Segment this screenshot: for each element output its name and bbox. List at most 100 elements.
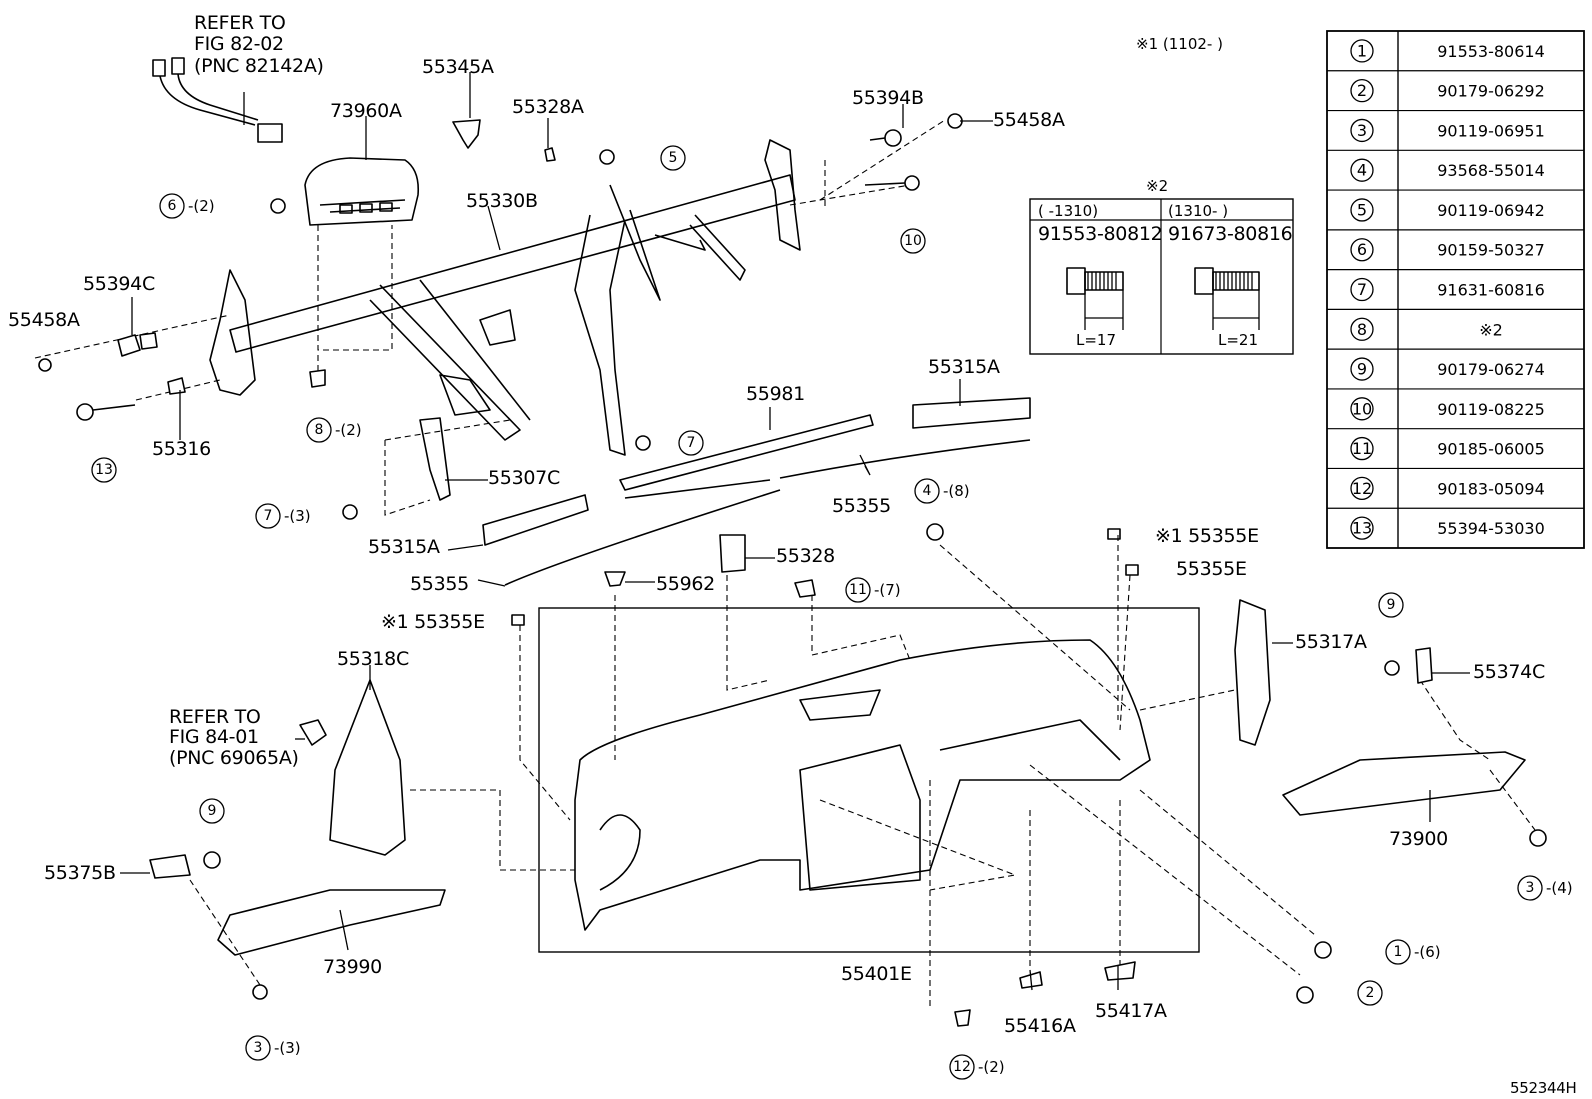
legend-number: 1 (1357, 41, 1367, 60)
legend-number-circle (1350, 39, 1374, 63)
legend-part-number: 90185-06005 (1437, 440, 1545, 459)
legend-number: 9 (1357, 360, 1367, 379)
callout-quantity: -(4) (1546, 879, 1573, 897)
callout-circle (949, 1054, 975, 1080)
callout-c9b: 9 (199, 798, 225, 824)
callout-c2: 2 (1357, 980, 1383, 1006)
fastener-glyphs (38, 113, 1547, 1027)
callout-c3a: 3-(4) (1517, 875, 1573, 901)
legend-part-number: 90179-06274 (1437, 360, 1545, 379)
instrument-panel-55401e (574, 639, 1151, 931)
callout-circle (845, 577, 871, 603)
part-label-refer-82-line1: REFER TO (194, 12, 286, 34)
legend-number: 2 (1357, 81, 1367, 100)
legend-part-number: 91553-80614 (1437, 42, 1545, 61)
callout-c9a: 9 (1378, 592, 1404, 618)
callout-number: 2 (1366, 985, 1375, 1001)
defroster-nozzle-55981 (619, 414, 874, 491)
legend-part-number: 90119-06942 (1437, 201, 1545, 220)
part-label-73990: 73990 (323, 956, 382, 978)
legend-number: 11 (1352, 439, 1372, 458)
callout-c4: 4-(8) (914, 478, 970, 504)
bracket-55315a-right (912, 397, 1031, 429)
callout-circle (199, 798, 225, 824)
legend-part-number: 93568-55014 (1437, 161, 1545, 180)
callout-quantity: -(2) (188, 197, 215, 215)
callout-circle (678, 430, 704, 456)
part-label-55458A-left: 55458A (8, 309, 80, 331)
callout-quantity: -(3) (274, 1039, 301, 1057)
callout-c12: 12-(2) (949, 1054, 1005, 1080)
passenger-airbag-73960a (304, 157, 420, 226)
part-label-55355E-1: ※1 55355E (1155, 525, 1259, 547)
part-label-55330B: 55330B (466, 190, 538, 212)
part-label-refer-84-line3: (PNC 69065A) (169, 747, 299, 769)
callout-number: 7 (687, 435, 696, 451)
callout-c7b: 7-(3) (255, 503, 311, 529)
callout-quantity: -(2) (978, 1058, 1005, 1076)
bolt-table-title: ※2 (1146, 177, 1168, 195)
callout-quantity: -(8) (943, 482, 970, 500)
part-label-55394B: 55394B (852, 87, 924, 109)
legend-row: 5 90119-06942 (1350, 198, 1545, 222)
part-label-55401E: 55401E (841, 963, 912, 985)
callout-circle (1517, 875, 1543, 901)
part-label-55416A: 55416A (1004, 1015, 1076, 1037)
part-label-55355E-2: 55355E (1176, 558, 1247, 580)
part-label-55307C: 55307C (488, 467, 560, 489)
bolt-col-1-length: L=17 (1076, 331, 1116, 349)
legend-number-circle (1350, 357, 1374, 381)
callout-circle (1378, 592, 1404, 618)
legend-part-number: ※2 (1479, 320, 1503, 339)
callout-c5: 5 (660, 145, 686, 171)
legend-part-number: 90119-08225 (1437, 400, 1545, 419)
part-label-55355-right: 55355 (832, 495, 891, 517)
callout-c6: 6-(2) (159, 193, 215, 219)
callout-number: 7 (264, 508, 273, 524)
glove-box-73900 (1282, 751, 1526, 816)
legend-number-circle (1350, 476, 1374, 500)
figure-code: 552344H (1510, 1079, 1576, 1097)
legend-number-circle (1350, 397, 1374, 421)
part-label-55458A-right: 55458A (993, 109, 1065, 131)
leader-lines (120, 72, 1470, 991)
callout-circle (900, 228, 926, 254)
callout-c1: 1-(6) (1385, 939, 1441, 965)
callout-number: 11 (849, 582, 867, 598)
strip-a (624, 479, 771, 499)
assembly-guide-lines (34, 119, 1536, 1010)
callout-c11: 11-(7) (845, 577, 901, 603)
legend-number-circle (1350, 79, 1374, 103)
legend-number: 5 (1357, 200, 1367, 219)
callout-quantity: -(6) (1414, 943, 1441, 961)
part-label-refer-82-line2: FIG 82-02 (194, 33, 284, 55)
legend-number: 7 (1357, 280, 1367, 299)
callout-circle (306, 417, 332, 443)
part-label-55316: 55316 (152, 438, 211, 460)
callout-number: 9 (1387, 597, 1396, 613)
legend-number-circle (1350, 277, 1374, 302)
part-label-55315A-right: 55315A (928, 356, 1000, 378)
legend-number: 8 (1357, 320, 1367, 339)
wire-harness-connector (152, 57, 283, 143)
part-label-refer-84-line2: FIG 84-01 (169, 726, 259, 748)
legend-row: 1 91553-80614 (1350, 39, 1545, 63)
strip-b (779, 439, 1031, 479)
part-label-73960A: 73960A (330, 100, 402, 122)
callout-c3b: 3-(3) (245, 1035, 301, 1061)
bolt-drawing-1 (1066, 267, 1124, 330)
callout-number: 9 (208, 803, 217, 819)
part-label-55315A-left: 55315A (368, 536, 440, 558)
callout-number: 10 (904, 233, 922, 249)
legend-number-circle (1350, 436, 1374, 461)
part-label-refer-82-line3: (PNC 82142A) (194, 55, 324, 77)
legend-part-number: 90183-05094 (1437, 479, 1545, 498)
